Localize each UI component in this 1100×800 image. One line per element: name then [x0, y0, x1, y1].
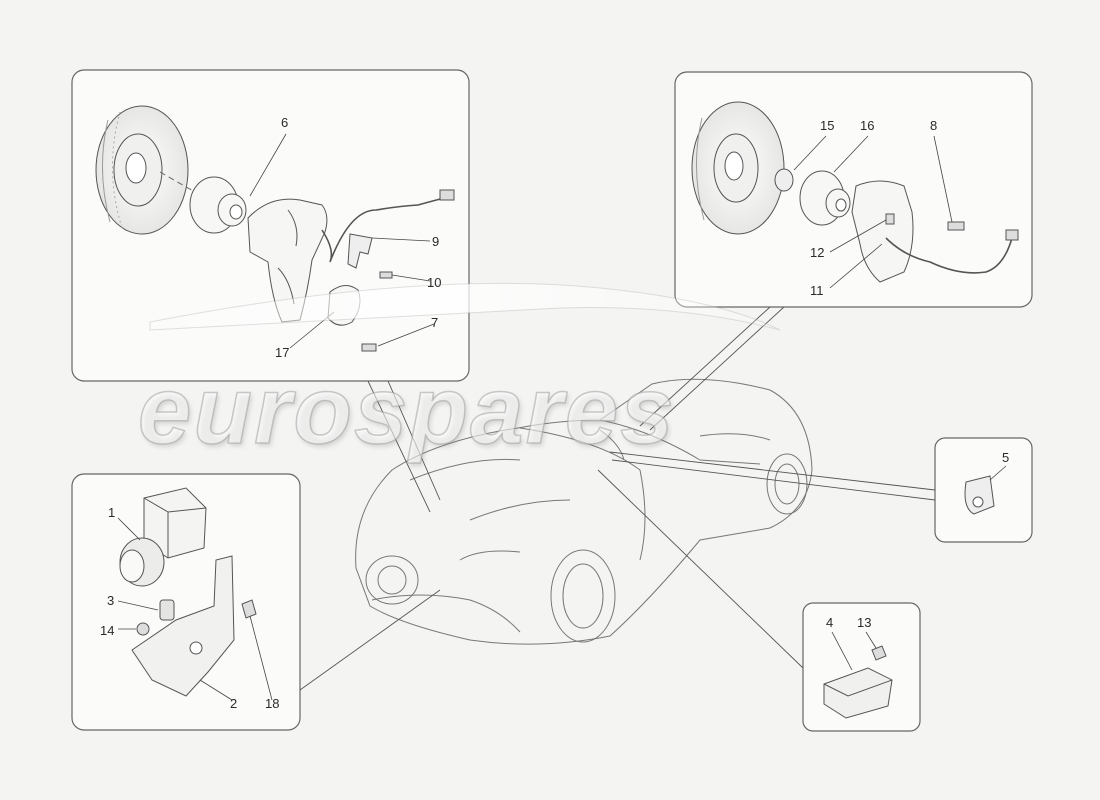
callout-7: 7 — [431, 315, 439, 330]
bracket-5 — [964, 475, 995, 515]
front-brake-disc — [95, 105, 189, 235]
front-wheel-hub — [189, 176, 247, 234]
rear-brake-disc — [691, 101, 785, 235]
clip-18 — [241, 599, 257, 619]
callout-6: 6 — [281, 115, 289, 130]
callout-14: 14 — [100, 623, 115, 638]
callout-11: 11 — [810, 283, 824, 298]
callout-9: 9 — [432, 234, 440, 249]
nut-14 — [136, 622, 150, 636]
rear-wheel-hub — [799, 170, 851, 226]
callout-13: 13 — [857, 615, 872, 630]
rubber-mount-3 — [159, 599, 175, 621]
callout-5: 5 — [1002, 450, 1010, 465]
callout-15: 15 — [820, 118, 835, 133]
eurospares-watermark: eurospares — [137, 356, 676, 465]
car-outline — [355, 378, 813, 645]
front-hub-carrier — [247, 198, 328, 323]
callout-3: 3 — [107, 593, 115, 608]
abs-control-unit — [119, 487, 207, 587]
nut-13 — [871, 645, 887, 661]
callout-8: 8 — [930, 118, 938, 133]
bolt-8 — [947, 221, 965, 231]
bolt-10 — [379, 271, 393, 279]
bolt-7 — [361, 343, 377, 352]
callout-18: 18 — [265, 696, 280, 711]
callout-10: 10 — [427, 275, 442, 290]
watermark-swoosh — [149, 282, 781, 331]
abs-unit-panel — [71, 473, 301, 731]
sensor-4 — [823, 667, 893, 719]
abs-mounting-bracket — [131, 555, 235, 697]
front-sensor-connector — [439, 189, 455, 201]
callout-1: 1 — [108, 505, 116, 520]
leader-lines — [299, 306, 936, 691]
part-leaders — [117, 133, 1007, 701]
callout-12: 12 — [810, 245, 825, 260]
callout-2: 2 — [230, 696, 238, 711]
callout-16: 16 — [860, 118, 875, 133]
callout-4: 4 — [826, 615, 834, 630]
bolt-12 — [885, 213, 895, 225]
rear-sensor-connector — [1005, 229, 1019, 241]
rear-spacer — [774, 168, 794, 192]
callout-17: 17 — [275, 345, 290, 360]
rear-speed-sensor-cable — [885, 237, 1013, 274]
front-speed-sensor-cable — [321, 195, 453, 263]
